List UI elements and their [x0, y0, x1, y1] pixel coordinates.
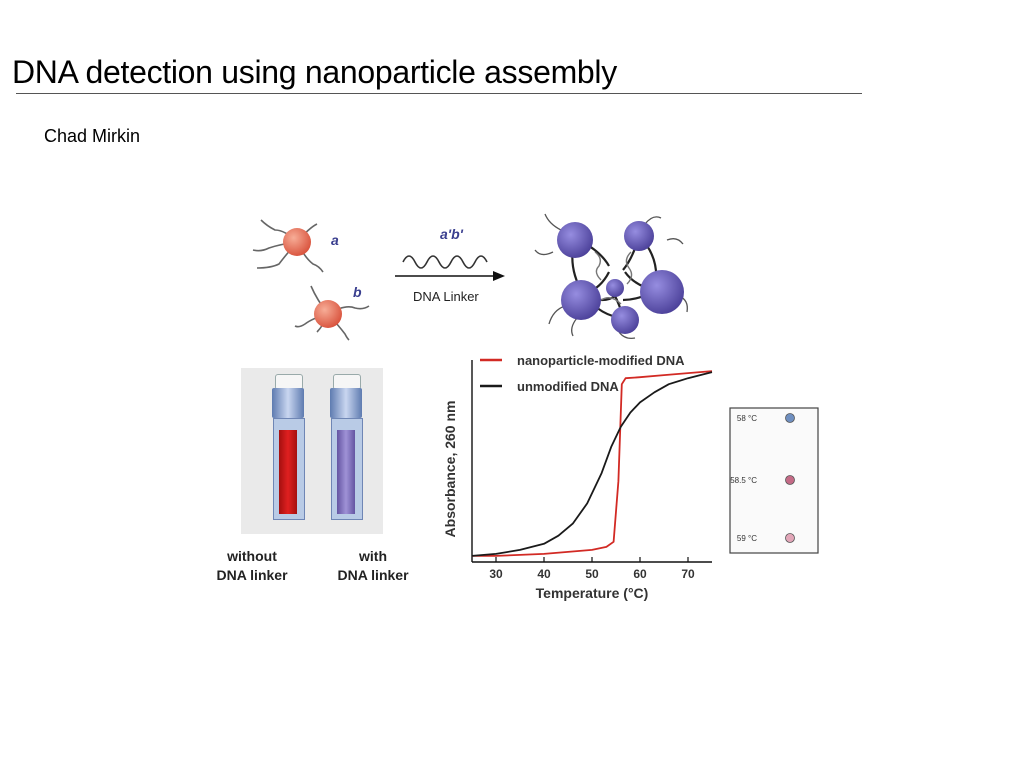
vial-photo — [241, 368, 383, 534]
series-line-0 — [472, 370, 713, 557]
vial-without-linker — [269, 374, 307, 520]
spot-label-1: 58.5 °C — [730, 476, 757, 485]
title-underline — [16, 93, 862, 94]
vial-with-linker — [327, 374, 365, 520]
figure: a b a'b' DNA Linker — [205, 200, 830, 610]
spot-2 — [785, 533, 795, 543]
nanoparticle-aggregate — [534, 213, 688, 340]
reaction-arrow-head — [493, 271, 505, 281]
x-axis-label: Temperature (°C) — [536, 585, 649, 601]
particle-b — [294, 285, 370, 341]
spot-panel — [729, 407, 819, 554]
x-tick-label: 40 — [537, 567, 551, 581]
particle-a-label: a — [331, 232, 339, 248]
arrow-label: DNA Linker — [413, 289, 479, 304]
x-tick-label: 70 — [681, 567, 695, 581]
spot-1 — [785, 475, 795, 485]
vial-label-without: without DNA linker — [216, 548, 288, 583]
vial-label-with: with DNA linker — [337, 548, 409, 583]
author-name: Chad Mirkin — [44, 126, 141, 146]
particle-a — [252, 219, 324, 273]
legend-label-1: unmodified DNA — [517, 379, 619, 394]
legend-label-0: nanoparticle-modified DNA — [517, 353, 685, 368]
y-axis-label: Absorbance, 260 nm — [442, 401, 458, 538]
red-solution — [279, 430, 297, 514]
purple-solution — [337, 430, 355, 514]
spot-label-0: 58 °C — [737, 414, 757, 423]
spot-label-2: 59 °C — [737, 534, 757, 543]
series-line-1 — [471, 371, 713, 557]
spot-0 — [785, 413, 795, 423]
x-tick-label: 60 — [633, 567, 647, 581]
x-tick-label: 30 — [489, 567, 503, 581]
linker-label: a'b' — [440, 226, 464, 242]
linker-strand — [402, 255, 488, 269]
figure-drawing: a b a'b' DNA Linker — [252, 213, 819, 601]
x-tick-label: 50 — [585, 567, 599, 581]
particle-b-label: b — [353, 284, 362, 300]
slide-title: DNA detection using nanoparticle assembl… — [12, 54, 617, 90]
